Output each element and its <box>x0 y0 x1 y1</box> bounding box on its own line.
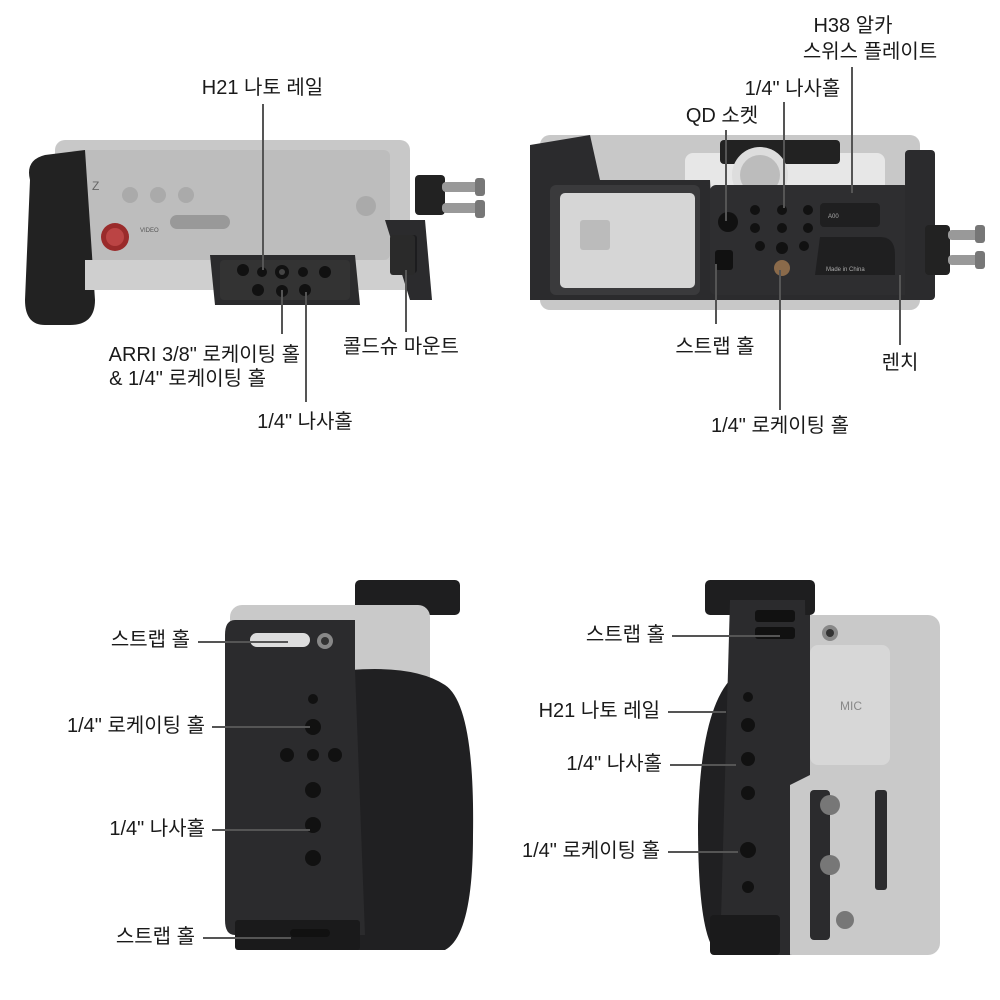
label-arca-plate-line2: 스위스 플레이트 <box>802 41 938 63</box>
video-text: VIDEO <box>140 228 159 234</box>
top-view-illustration: Made in China A00 <box>530 135 985 310</box>
label-cold-shoe: 콜드슈 마운트 <box>343 336 459 358</box>
label-arri-locating-line1: ARRI 3/8" 로케이팅 홀 <box>108 344 300 366</box>
label-nato-rail-right: H21 나토 레일 <box>538 700 660 722</box>
label-strap-hole-right: 스트랩 홀 <box>585 624 665 646</box>
grip <box>350 669 474 950</box>
label-nato-rail: H21 나토 레일 <box>201 77 324 99</box>
z-logo: Z <box>92 179 99 193</box>
label-strap-hole-top: 스트랩 홀 <box>675 336 755 358</box>
label-locating-hole-right: 1/4" 로케이팅 홀 <box>521 840 660 862</box>
cold-shoe-mount <box>390 235 415 275</box>
label-wrench: 렌치 <box>881 352 919 374</box>
battery-door <box>560 193 695 288</box>
label-thread-hole-bottom: 1/4" 나사홀 <box>257 411 353 433</box>
label-thread-hole-left: 1/4" 나사홀 <box>109 818 205 840</box>
label-arca-plate-line1: H38 알카 <box>813 15 893 37</box>
made-in-china-text: Made in China <box>826 267 865 273</box>
label-locating-hole-left: 1/4" 로케이팅 홀 <box>66 715 205 737</box>
camera-grip <box>25 150 95 325</box>
label-arri-locating-line2: & 1/4" 로케이팅 홀 <box>109 368 266 390</box>
label-thread-hole-top: 1/4" 나사홀 <box>744 78 841 100</box>
a00-text: A00 <box>828 214 839 220</box>
wrench <box>815 237 895 275</box>
label-strap-hole-left-bottom: 스트랩 홀 <box>115 926 195 948</box>
bottom-view-illustration: Z VIDEO <box>25 140 485 325</box>
label-locating-hole-top: 1/4" 로케이팅 홀 <box>710 415 849 437</box>
left-view-illustration <box>225 580 474 950</box>
label-strap-hole-left-top: 스트랩 홀 <box>110 629 190 651</box>
label-thread-hole-right: 1/4" 나사홀 <box>566 753 662 775</box>
right-view-illustration: MIC <box>698 580 940 955</box>
mic-text: MIC <box>840 699 862 713</box>
label-qd-socket: QD 소켓 <box>685 105 759 127</box>
cage-side-plate <box>225 620 365 935</box>
